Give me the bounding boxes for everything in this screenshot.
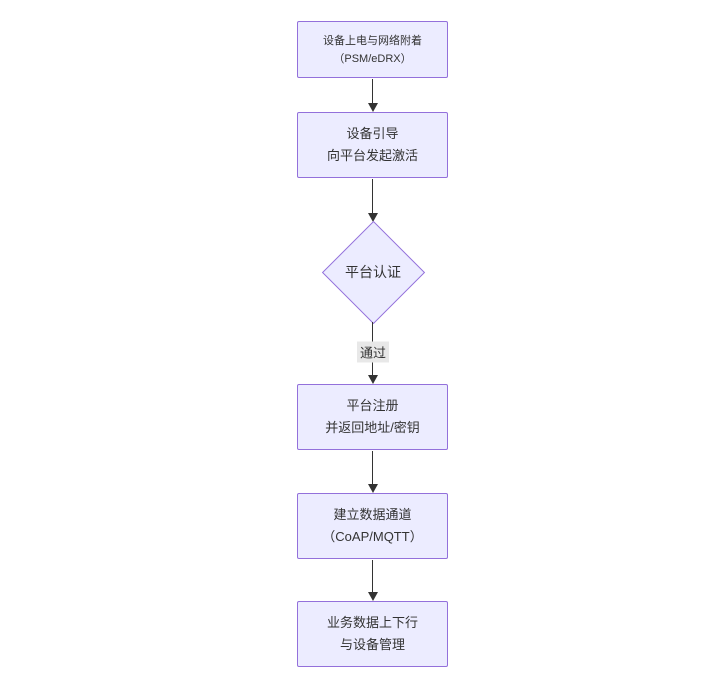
node-label-line: 设备上电与网络附着	[323, 34, 422, 47]
arrowhead-icon	[368, 592, 378, 601]
edge-line	[372, 451, 373, 485]
edge-line	[372, 179, 373, 214]
edge-label-pass: 通过	[356, 341, 390, 363]
node-data-channel: 建立数据通道 （CoAP/MQTT）	[297, 493, 448, 559]
node-label-line: 并返回地址/密钥	[325, 420, 420, 435]
node-device-power-attach: 设备上电与网络附着 （PSM/eDRX）	[297, 21, 448, 78]
node-label-line: 与设备管理	[339, 637, 405, 652]
edge-line	[372, 560, 373, 593]
node-label-line: 平台认证	[345, 264, 401, 280]
node-label-line: （PSM/eDRX）	[333, 52, 412, 65]
edge-line	[372, 79, 373, 104]
arrowhead-icon	[368, 484, 378, 493]
node-device-bootstrap: 设备引导 向平台发起激活	[297, 112, 448, 178]
node-label-line: 建立数据通道	[333, 507, 412, 522]
node-label-line: （CoAP/MQTT）	[322, 529, 423, 544]
arrowhead-icon	[368, 375, 378, 384]
node-label-line: 平台注册	[346, 398, 399, 413]
node-label-line: 业务数据上下行	[326, 615, 418, 630]
arrowhead-icon	[368, 213, 378, 222]
node-label-line: 设备引导	[346, 126, 399, 141]
node-platform-register: 平台注册 并返回地址/密钥	[297, 384, 448, 450]
node-platform-auth-decision: 平台认证	[321, 220, 426, 325]
node-business-data: 业务数据上下行 与设备管理	[297, 601, 448, 667]
node-label-line: 向平台发起激活	[326, 148, 418, 163]
arrowhead-icon	[368, 103, 378, 112]
